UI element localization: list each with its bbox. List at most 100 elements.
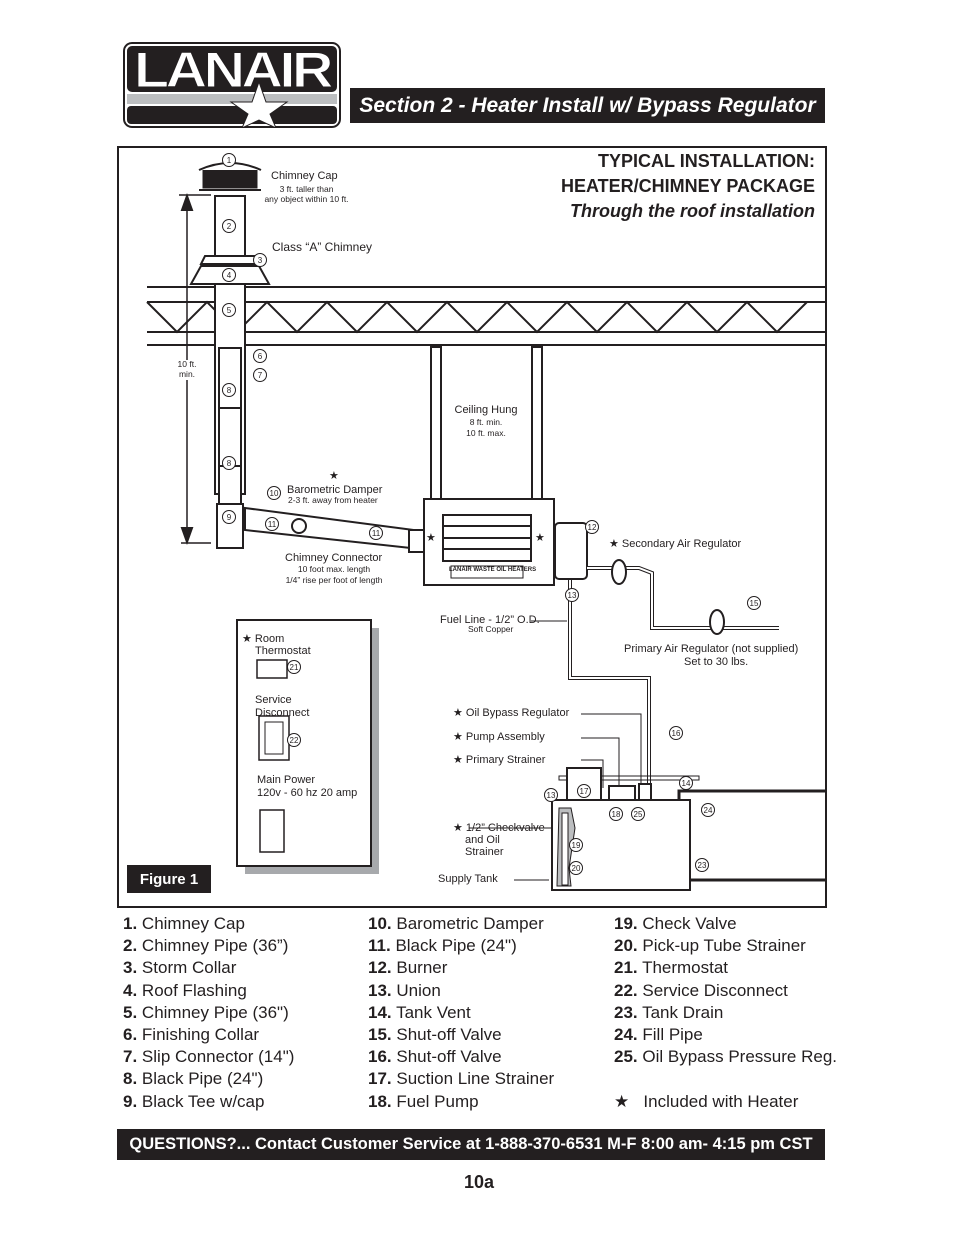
part-name: Union <box>396 980 441 1000</box>
part-item: 24. Fill Pipe <box>614 1025 703 1045</box>
part-number: 14. <box>368 1002 392 1022</box>
part-item: 22. Service Disconnect <box>614 981 788 1001</box>
callout-23: 23 <box>695 858 709 872</box>
part-item: 11. Black Pipe (24") <box>368 936 517 956</box>
part-name: Chimney Pipe (36”) <box>141 936 289 956</box>
label-cap-note2: any object within 10 ft. <box>264 194 349 204</box>
star-icon: ★ <box>535 532 545 544</box>
callout-11: 11 <box>369 526 383 540</box>
part-number: 1. <box>123 914 138 933</box>
part-name: Check Valve <box>642 914 737 933</box>
part-number: 25. <box>614 1047 638 1067</box>
part-name: Storm Collar <box>141 958 237 978</box>
callout-10: 10 <box>267 486 281 500</box>
part-name: Black Pipe (24") <box>395 936 517 956</box>
label-fuel-line: Fuel Line - 1/2” O.D. <box>440 614 540 626</box>
part-name: Black Tee w/cap <box>141 1091 265 1111</box>
page-number: 10a <box>464 1172 495 1192</box>
label-secondary-air: ★ Secondary Air Regulator <box>609 538 742 550</box>
part-name: Slip Connector (14") <box>141 1047 295 1067</box>
chimney <box>189 162 430 553</box>
part-item: 2. Chimney Pipe (36”) <box>123 936 288 956</box>
label-connector-note1: 10 foot max. length <box>297 564 371 574</box>
part-number: 10. <box>368 914 392 933</box>
part-name: Tank Drain <box>642 1002 724 1022</box>
label-10ft: 10 ft. <box>169 359 205 370</box>
part-number: 19. <box>614 914 638 933</box>
callout-3: 3 <box>253 253 267 267</box>
part-item: 14. Tank Vent <box>368 1003 471 1023</box>
part-number: 11. <box>368 936 391 956</box>
label-connector-note2: 1/4” rise per foot of length <box>285 575 383 585</box>
star-icon: ★ <box>426 532 436 544</box>
label-disconnect: Disconnect <box>255 707 310 719</box>
part-name: Finishing Collar <box>141 1025 260 1044</box>
part-number: 20. <box>614 936 638 956</box>
part-number: 23. <box>614 1002 638 1022</box>
label-chimney-cap: Chimney Cap <box>271 170 338 182</box>
part-number: 9. <box>123 1091 138 1111</box>
part-number: 21. <box>614 958 638 978</box>
part-number: 18. <box>368 1091 392 1111</box>
label-main-power-spec: 120v - 60 hz 20 amp <box>257 787 358 799</box>
callout-9: 9 <box>222 510 236 524</box>
part-number: 13. <box>368 980 392 1000</box>
part-item: 4. Roof Flashing <box>123 981 247 1001</box>
part-name: Shut-off Valve <box>396 1025 502 1044</box>
callout-1: 1 <box>222 153 236 167</box>
heater-badge: LANAIR WASTE OIL HEATERS <box>449 567 537 573</box>
label-checkvalve3: Strainer <box>465 846 504 858</box>
part-item: 7. Slip Connector (14") <box>123 1047 294 1067</box>
part-name: Tank Vent <box>396 1002 471 1022</box>
label-baro-note: 2-3 ft. away from heater <box>288 495 378 505</box>
part-number: 8. <box>123 1069 138 1089</box>
label-ceiling-max: 10 ft. max. <box>466 428 506 438</box>
label-room: ★ Room <box>242 633 285 645</box>
part-number: 7. <box>123 1047 138 1067</box>
part-name: Black Pipe (24") <box>141 1069 264 1089</box>
part-item: 23. Tank Drain <box>614 1003 723 1023</box>
label-cap-note1: 3 ft. taller than <box>279 184 334 194</box>
figure-label: Figure 1 <box>127 865 211 893</box>
part-name: Fill Pipe <box>642 1025 703 1044</box>
label-service: Service <box>255 694 292 706</box>
legend: ★ Included with Heater <box>614 1092 798 1112</box>
part-number: 5. <box>123 1002 138 1022</box>
part-number: 4. <box>123 980 138 1000</box>
callout-5: 5 <box>222 303 236 317</box>
callout-6: 6 <box>253 349 267 363</box>
callout-12: 12 <box>585 520 599 534</box>
label-oil-bypass: ★ Oil Bypass Regulator <box>453 707 570 719</box>
part-number: 3. <box>123 958 138 978</box>
part-item: 15. Shut-off Valve <box>368 1025 502 1045</box>
label-barometric: Barometric Damper <box>287 484 383 496</box>
label-ceiling-hung: Ceiling Hung <box>454 404 518 416</box>
questions-banner: QUESTIONS?... Contact Customer Service a… <box>117 1129 825 1160</box>
label-soft-copper: Soft Copper <box>468 624 514 634</box>
label-min: min. <box>169 369 205 380</box>
callout-24: 24 <box>701 803 715 817</box>
label-supply-tank: Supply Tank <box>438 873 498 885</box>
label-primary-air: Primary Air Regulator (not supplied) <box>624 643 799 655</box>
callout-8: 8 <box>222 383 236 397</box>
part-number: 24. <box>614 1025 638 1044</box>
part-item: 21. Thermostat <box>614 958 728 978</box>
callout-22: 22 <box>287 733 301 747</box>
part-item: 1. Chimney Cap <box>123 914 245 934</box>
part-item: 12. Burner <box>368 958 447 978</box>
part-number: 6. <box>123 1025 138 1044</box>
callout-4: 4 <box>222 268 236 282</box>
part-name: Thermostat <box>642 958 729 978</box>
callout-17: 17 <box>577 784 591 798</box>
label-pump: ★ Pump Assembly <box>453 731 545 743</box>
star-icon: ★ <box>614 1092 630 1111</box>
part-item: 10. Barometric Damper <box>368 914 544 934</box>
figure-1: TYPICAL INSTALLATION: HEATER/CHIMNEY PAC… <box>117 146 827 908</box>
callout-13: 13 <box>565 588 579 602</box>
part-number: 16. <box>368 1047 392 1067</box>
callout-11: 11 <box>265 517 279 531</box>
roof-truss <box>146 286 825 346</box>
part-item: 20. Pick-up Tube Strainer <box>614 936 806 956</box>
callout-15: 15 <box>747 596 761 610</box>
part-name: Pick-up Tube Strainer <box>642 936 806 956</box>
